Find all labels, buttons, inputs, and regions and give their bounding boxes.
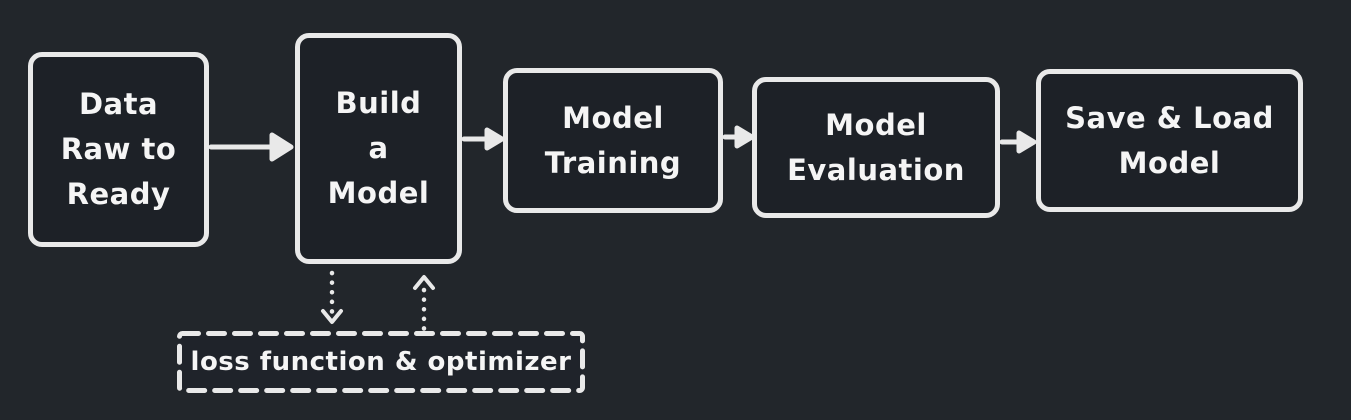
- node-model-evaluation: Model Evaluation: [752, 77, 1000, 218]
- node-label-line: a: [368, 131, 389, 165]
- arrow-evaluation-to-save-icon: [999, 130, 1037, 154]
- arrow-training-to-evaluation-icon: [722, 125, 755, 149]
- node-model-training: Model Training: [503, 68, 723, 213]
- node-label-line: Build: [335, 86, 422, 120]
- node-label-line: Model: [327, 176, 430, 210]
- node-label-line: Data: [78, 87, 159, 121]
- node-build-a-model: Build a Model: [295, 33, 462, 264]
- node-label-line: loss function & optimizer: [190, 347, 572, 377]
- node-label-line: Model: [1118, 145, 1221, 180]
- arrow-build-to-training-icon: [461, 127, 505, 151]
- node-save-load-model: Save & Load Model: [1036, 69, 1303, 212]
- node-label-line: Evaluation: [787, 152, 965, 187]
- node-label-line: Model: [825, 107, 927, 142]
- node-label-line: Raw to: [60, 132, 177, 166]
- arrow-data-to-build-icon: [208, 132, 294, 162]
- node-label-line: Model: [562, 100, 664, 135]
- dotted-arrow-build-to-loss-icon: [321, 270, 343, 324]
- node-loss-function-optimizer: loss function & optimizer: [177, 331, 585, 393]
- node-data-raw-to-ready: Data Raw to Ready: [28, 52, 209, 247]
- node-label-line: Save & Load: [1065, 100, 1274, 135]
- dotted-arrow-loss-to-build-icon: [413, 275, 435, 332]
- node-label-line: Ready: [66, 177, 171, 211]
- node-label-line: Training: [544, 145, 682, 180]
